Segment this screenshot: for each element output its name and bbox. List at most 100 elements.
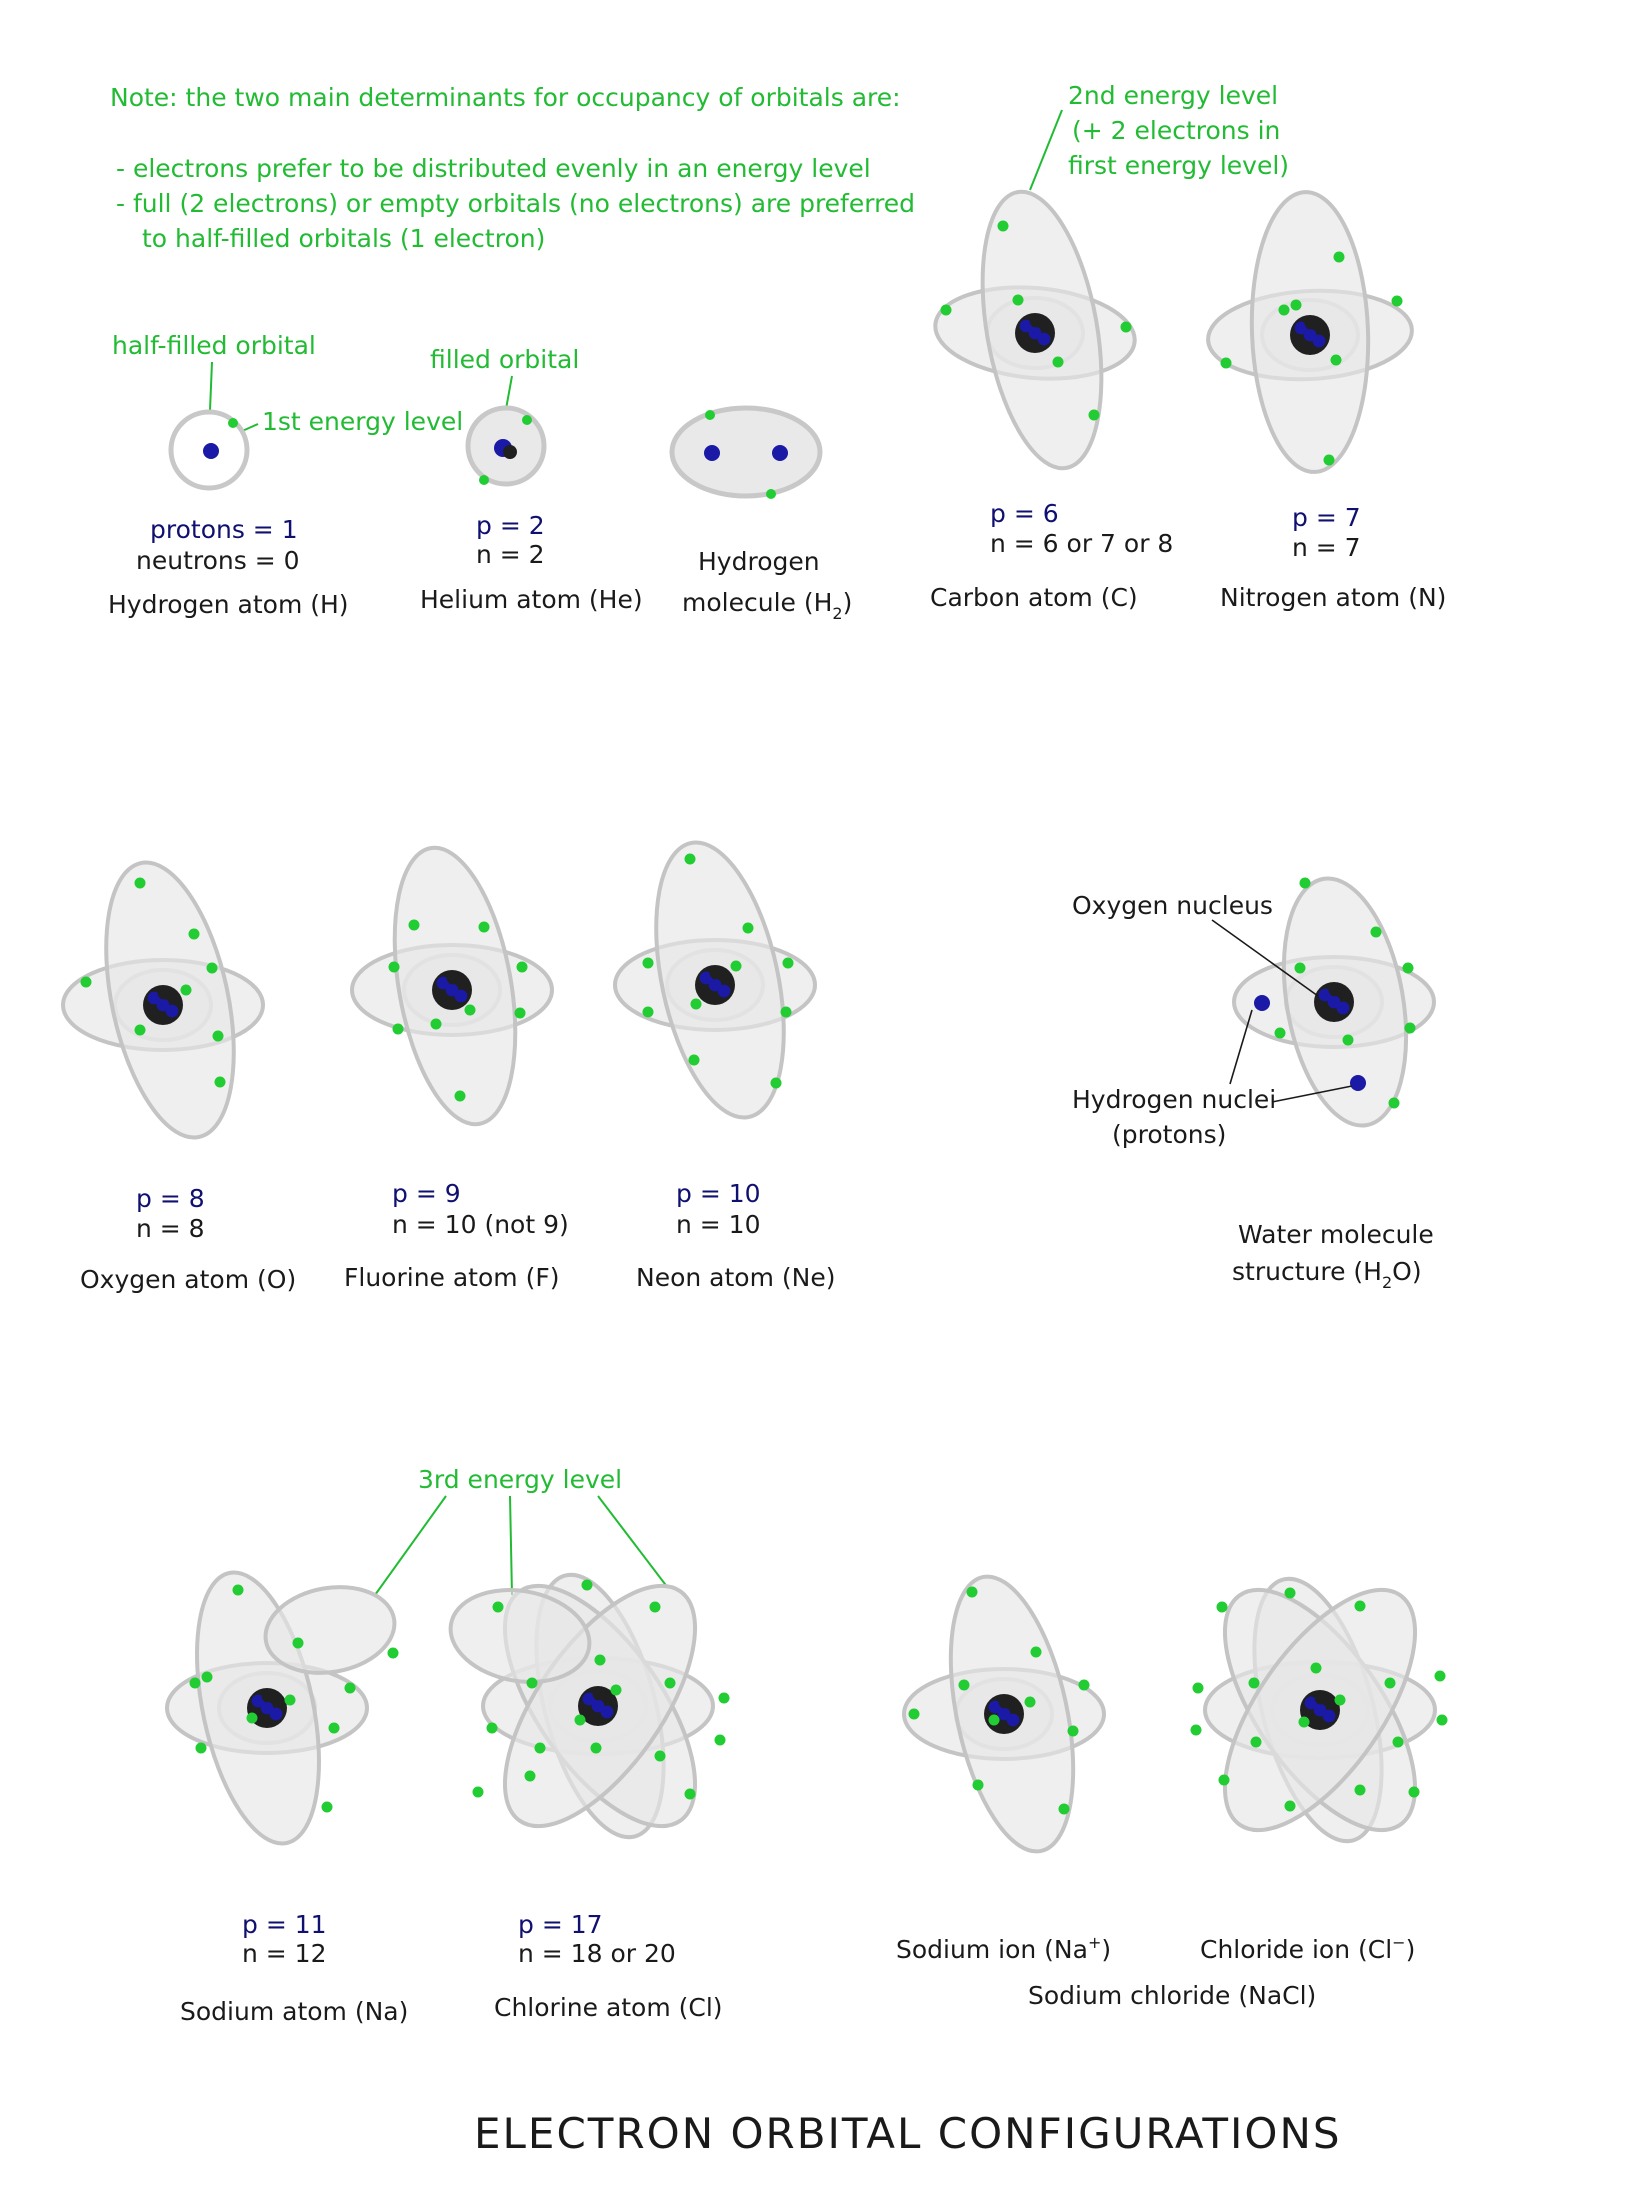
- sodium-electron-6: [328, 1722, 340, 1734]
- hydrogen-name: Hydrogen atom (H): [108, 590, 349, 619]
- sodium-orbital-4: [263, 1585, 397, 1675]
- h2-molecule: [669, 405, 823, 499]
- chlorine-electron-7: [718, 1692, 730, 1704]
- fluorine-electron-1: [408, 919, 420, 931]
- sodium-ion-electron-1: [966, 1586, 978, 1598]
- neon-electron-2: [742, 922, 754, 934]
- second-level-leader: [1029, 109, 1063, 191]
- half-filled-leader: [209, 361, 213, 411]
- third-energy-level-label: 3rd energy level: [418, 1465, 622, 1494]
- oxygen-electron-5: [212, 1030, 224, 1042]
- water-name-line-2: structure (H2O): [1232, 1257, 1422, 1292]
- fluorine-electron-8: [430, 1018, 442, 1030]
- water-hydrogen-nucleus: [1254, 995, 1270, 1011]
- hydrogen-atom: [168, 409, 250, 491]
- chloride-ion-name: Chloride ion (Cl−): [1200, 1933, 1415, 1964]
- chlorine-protons: p = 17: [518, 1910, 603, 1939]
- carbon-nucleon: [1037, 332, 1051, 346]
- nitrogen-nucleon: [1296, 337, 1310, 351]
- chlorine-nucleon: [600, 1705, 614, 1719]
- first-energy-level-label: 1st energy level: [262, 407, 463, 436]
- chlorine-electron-3: [649, 1601, 661, 1613]
- chlorine-atom: [448, 1572, 730, 1840]
- helium-atom: [465, 405, 547, 487]
- fluorine-electron-7: [454, 1090, 466, 1102]
- chlorine-name: Chlorine atom (Cl): [494, 1993, 723, 2022]
- water-electron-3: [1294, 962, 1306, 974]
- h2-proton-2: [772, 445, 788, 461]
- water-nucleus: [1314, 982, 1354, 1022]
- hydrogen-electron: [228, 418, 238, 428]
- water-atom: [1232, 876, 1436, 1128]
- chlorine-electron-4: [526, 1677, 538, 1689]
- sodium-ion-atom: [902, 1574, 1106, 1854]
- sodium-electron-9: [284, 1694, 296, 1706]
- chlorine-electron-10: [684, 1788, 696, 1800]
- chloride-ion-electron-10: [1250, 1736, 1262, 1748]
- sodium-electron-11: [201, 1671, 213, 1683]
- fluorine-electron-4: [516, 961, 528, 973]
- carbon-atom: [933, 189, 1137, 471]
- chloride-ion-nucleon: [1304, 1696, 1318, 1710]
- helium-protons: p = 2: [476, 511, 545, 540]
- carbon-neutrons: n = 6 or 7 or 8: [990, 529, 1173, 558]
- chloride-ion-electron-16: [1298, 1716, 1310, 1728]
- chloride-ion-electron-15: [1354, 1784, 1366, 1796]
- oxygen-electron-7: [134, 1024, 146, 1036]
- chloride-ion-electron-6: [1192, 1682, 1204, 1694]
- nitrogen-nucleon: [1312, 334, 1326, 348]
- carbon-electron-5: [1012, 294, 1024, 306]
- water-electron-6: [1404, 1022, 1416, 1034]
- chloride-ion-electron-1: [1216, 1601, 1228, 1613]
- chloride-ion-nucleon: [1313, 1703, 1327, 1717]
- hydrogen-proton: [203, 443, 219, 459]
- neon-nucleon: [699, 971, 713, 985]
- oxygen-electron-6: [214, 1076, 226, 1088]
- sodium-electron-4: [344, 1682, 356, 1694]
- nitrogen-electron-4: [1323, 454, 1335, 466]
- chlorine-electron-16: [594, 1654, 606, 1666]
- carbon-electron-3: [1120, 321, 1132, 333]
- note-intro: Note: the two main determinants for occu…: [110, 83, 901, 112]
- oxygen-nucleus-label: Oxygen nucleus: [1072, 891, 1273, 920]
- chlorine-nucleus: [578, 1686, 618, 1726]
- water-electron-2: [1370, 926, 1382, 938]
- sodium-nucleon: [261, 1689, 275, 1703]
- sodium-ion-nucleon: [1006, 1713, 1020, 1727]
- oxygen-atom: [61, 860, 265, 1140]
- nacl-name: Sodium chloride (NaCl): [1028, 1981, 1316, 2010]
- water-electron-8: [1342, 1034, 1354, 1046]
- fluorine-nucleon: [438, 992, 452, 1006]
- neon-nucleon: [717, 984, 731, 998]
- page-title: ELECTRON ORBITAL CONFIGURATIONS: [474, 2109, 1342, 2158]
- h2-name-line-1: Hydrogen: [698, 547, 820, 576]
- sodium-nucleon: [269, 1707, 283, 1721]
- h2-name-line-2: molecule (H2): [682, 588, 852, 623]
- sodium-ion-electron-3: [958, 1679, 970, 1691]
- atom-diagrams: [61, 189, 1448, 1854]
- third-level-leader-b: [509, 1495, 513, 1596]
- second-energy-level-note-1: (+ 2 electrons in: [1072, 116, 1280, 145]
- chlorine-electron-8: [714, 1734, 726, 1746]
- chloride-ion-electron-18: [1310, 1662, 1322, 1674]
- carbon-protons: p = 6: [990, 499, 1059, 528]
- hydrogen-nuclei-leader-2: [1271, 1085, 1353, 1103]
- water-nucleon: [1328, 983, 1342, 997]
- carbon-nucleon: [1028, 326, 1042, 340]
- water-nucleon: [1318, 988, 1332, 1002]
- sodium-neutrons: n = 12: [242, 1939, 327, 1968]
- neon-electron-3: [642, 957, 654, 969]
- neon-electron-6: [780, 1006, 792, 1018]
- nitrogen-electron-1: [1333, 251, 1345, 263]
- hydrogen-nuclei-leader-1: [1229, 1009, 1253, 1085]
- nitrogen-electron-3: [1220, 357, 1232, 369]
- chlorine-orbital-6: [448, 1588, 592, 1684]
- sodium-ion-electron-6: [1067, 1725, 1079, 1737]
- sodium-electron-7: [321, 1801, 333, 1813]
- oxygen-electron-4: [80, 976, 92, 988]
- chlorine-electron-6: [486, 1722, 498, 1734]
- fluorine-nucleus: [432, 970, 472, 1010]
- chlorine-electron-9: [524, 1770, 536, 1782]
- nitrogen-name: Nitrogen atom (N): [1220, 583, 1446, 612]
